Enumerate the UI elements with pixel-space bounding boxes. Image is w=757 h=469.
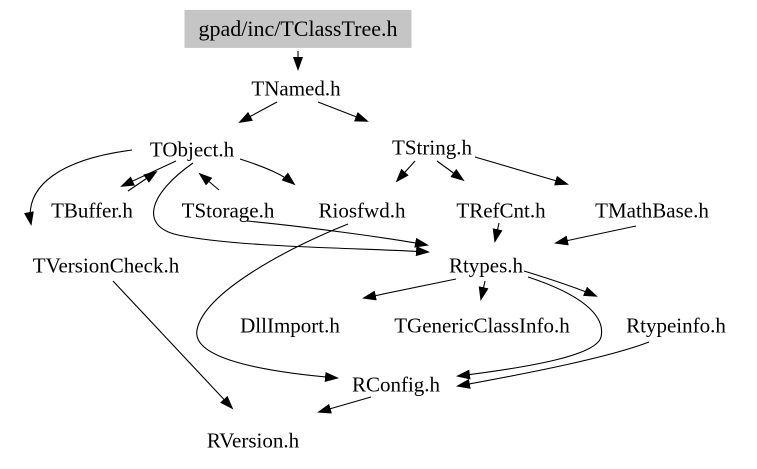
node-trefcnt-h[interactable]: TRefCnt.h bbox=[456, 198, 546, 223]
edge-Rtypeinfo.h-to-RConfig.h bbox=[456, 341, 650, 389]
node-rtypeinfo-h[interactable]: Rtypeinfo.h bbox=[626, 313, 726, 338]
node-tnamed-h[interactable]: TNamed.h bbox=[251, 76, 341, 101]
edge-TRefCnt.h-to-Rtypes.h bbox=[492, 222, 503, 243]
edge-RConfig.h-to-RVersion.h bbox=[317, 396, 372, 414]
edge-TBuffer.h-to-TObject.h bbox=[198, 172, 220, 191]
edge-TString.h-to-TRefCnt.h bbox=[436, 160, 465, 182]
edge-TMathBase.h-to-Rtypes.h bbox=[554, 225, 637, 246]
node-rversion-h[interactable]: RVersion.h bbox=[206, 428, 300, 453]
edge-TObject.h-to-Rtypes.h bbox=[153, 162, 430, 257]
edge-TVersionCheck.h-to-RVersion.h bbox=[112, 280, 234, 410]
edge-Rtypes.h-to-Rtypeinfo.h bbox=[523, 270, 598, 297]
edge-TString.h-to-TMathBase.h bbox=[474, 156, 569, 186]
node-tbuffer-h[interactable]: TBuffer.h bbox=[51, 198, 133, 223]
edge-Rtypes.h-to-RConfig.h bbox=[456, 276, 603, 380]
node-rconfig-h[interactable]: RConfig.h bbox=[351, 372, 441, 397]
node-tmathbase-h[interactable]: TMathBase.h bbox=[595, 198, 709, 223]
edge-TObject.h-to-TBuffer.h bbox=[120, 160, 177, 187]
node-tversioncheck-h[interactable]: TVersionCheck.h bbox=[32, 253, 180, 278]
edge-TNamed.h-to-TObject.h bbox=[238, 101, 278, 123]
edge-TStorage.h-to-Rtypes.h bbox=[246, 220, 429, 248]
node-tstring-h[interactable]: TString.h bbox=[392, 135, 472, 160]
node-rtypes-h[interactable]: Rtypes.h bbox=[448, 253, 524, 278]
edge-TObject.h-to-TBuffer.h bbox=[127, 170, 158, 192]
edge-Rtypes.h-to-DllImport.h bbox=[362, 278, 457, 301]
node-tstorage-h[interactable]: TStorage.h bbox=[181, 198, 275, 223]
node-dllimport-h[interactable]: DllImport.h bbox=[240, 313, 340, 338]
node-riosfwd-h[interactable]: Riosfwd.h bbox=[318, 198, 406, 223]
node-tobject-h[interactable]: TObject.h bbox=[149, 137, 235, 162]
node-tgenericclassinfo-h[interactable]: TGenericClassInfo.h bbox=[394, 313, 570, 338]
edge-TObject.h-to-TVersionCheck.h bbox=[23, 149, 133, 226]
edge-Rtypes.h-to-TGenericClassInfo.h bbox=[478, 280, 489, 301]
edge-Riosfwd.h-to-RConfig.h bbox=[196, 223, 349, 382]
edge-TObject.h-to-Riosfwd.h bbox=[239, 158, 296, 186]
node-gpad-inc-tclasstree-h: gpad/inc/TClassTree.h bbox=[184, 9, 412, 49]
edge-TNamed.h-to-TString.h bbox=[317, 101, 369, 122]
edge-TString.h-to-Riosfwd.h bbox=[395, 160, 416, 183]
